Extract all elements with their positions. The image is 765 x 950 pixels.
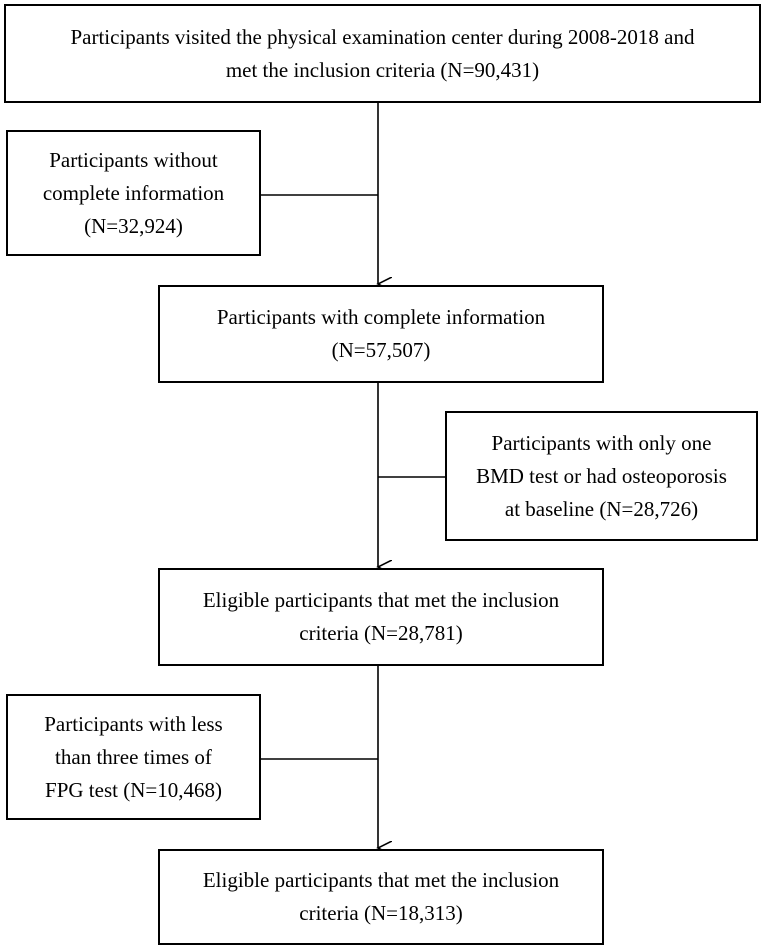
box-text-line: Participants with only one [491,430,712,455]
box-text-line: Participants with less [44,711,223,736]
box-text-line: Participants with complete information [216,305,546,329]
box-text-line: criteria (N=18,313) [299,901,463,925]
box-eligible-participants-final: Eligible participants that met the inclu… [158,849,604,945]
box-text-line: Participants visited the physical examin… [70,24,695,49]
box-text-line: Eligible participants that met the inclu… [202,868,560,892]
box-eligible-participants-1: Eligible participants that met the inclu… [158,568,604,666]
box-text-line: FPG test (N=10,468) [45,777,222,802]
box-text-line: complete information [42,180,225,205]
box-text-line: Participants without [49,147,218,172]
box-text-line: met the inclusion criteria (N=90,431) [225,57,540,82]
box-complete-information: Participants with complete information (… [158,285,604,383]
box-text-line: than three times of [55,744,212,769]
box-excluded-fpg: Participants with less than three times … [6,694,261,820]
box-text-line: at baseline (N=28,726) [504,496,699,521]
box-text-line: (N=32,924) [84,213,183,238]
box-text-line: BMD test or had osteoporosis [476,463,727,488]
box-initial-participants: Participants visited the physical examin… [4,4,761,103]
box-text-line: (N=57,507) [331,338,431,362]
box-text-line: criteria (N=28,781) [299,621,463,645]
box-excluded-bmd-osteoporosis: Participants with only one BMD test or h… [445,411,758,541]
box-excluded-incomplete-info: Participants without complete informatio… [6,130,261,256]
box-text-line: Eligible participants that met the inclu… [202,588,560,612]
